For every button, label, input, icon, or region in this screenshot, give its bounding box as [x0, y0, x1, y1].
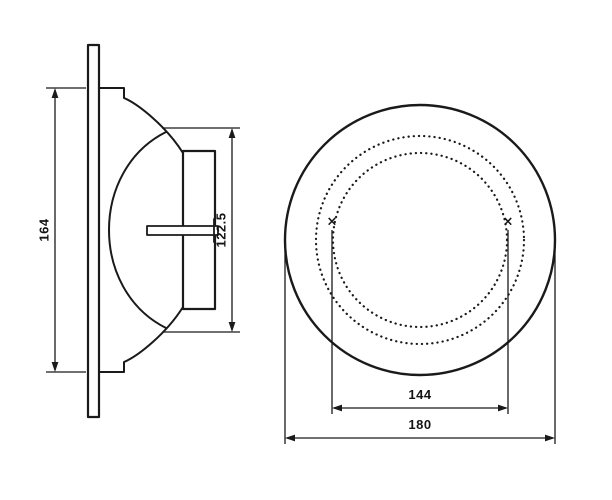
side-cone-bell-curve: [108, 131, 167, 329]
arrow-left-icon: [332, 404, 342, 412]
arrow-right-icon: [545, 434, 555, 442]
side-pole-bar: [146, 225, 219, 236]
dim-label-outer-diameter: 180: [408, 417, 431, 432]
arrow-up-icon: [228, 128, 236, 138]
dimension-depth-122-5: 122.5: [162, 127, 240, 333]
side-flange: [86, 43, 101, 419]
arrow-down-icon: [51, 362, 59, 372]
mount-point-marker-left: ×: [327, 215, 338, 230]
front-outer-rim-circle: [283, 103, 557, 377]
dim-label-depth: 122.5: [214, 212, 229, 247]
front-dotted-circle-inner: [331, 151, 509, 329]
dimension-outer-diameter-180: 180: [284, 250, 556, 444]
front-dotted-circle-outer: [314, 134, 526, 346]
arrow-down-icon: [228, 322, 236, 332]
side-cone-bottom-outline: [98, 306, 184, 373]
dim-label-height: 164: [37, 218, 52, 241]
dim-label-bolt-circle: 144: [408, 387, 431, 402]
arrow-right-icon: [498, 404, 508, 412]
arrow-left-icon: [285, 434, 295, 442]
side-view: [86, 43, 219, 419]
dimension-height-164: 164: [37, 87, 86, 373]
side-cone-top-outline: [98, 87, 184, 154]
dimension-bolt-circle-144: 144: [331, 230, 509, 414]
arrow-up-icon: [51, 88, 59, 98]
front-view: × ×: [283, 103, 557, 377]
mount-point-marker-right: ×: [503, 215, 514, 230]
